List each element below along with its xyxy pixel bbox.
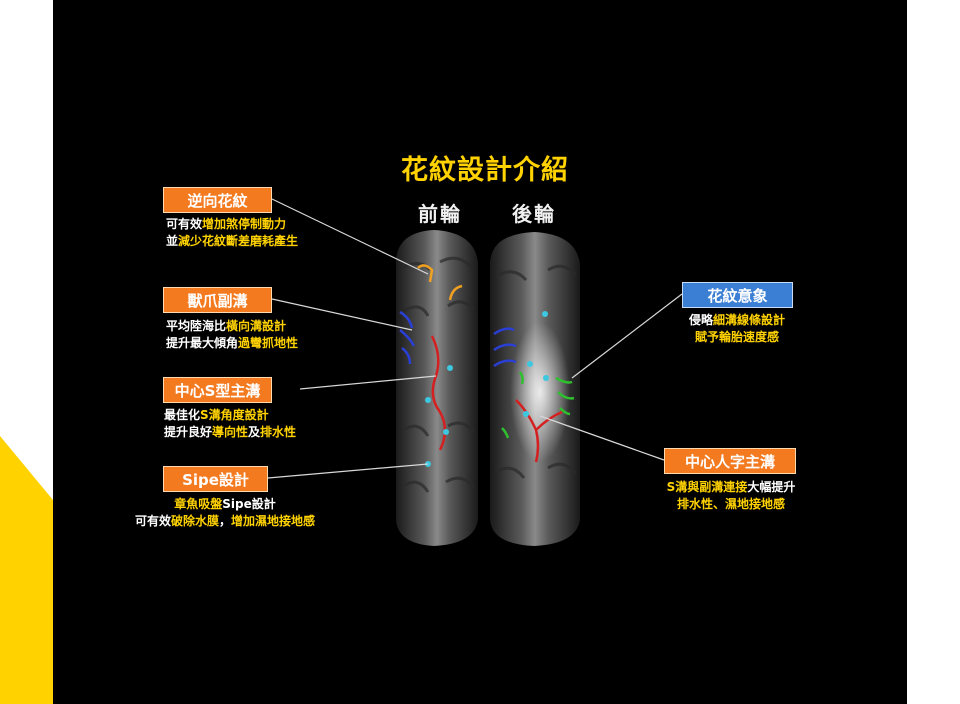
highlight-text: S溝與副溝連接 <box>666 480 748 494</box>
claw-groove-desc: 平均陸海比橫向溝設計 提升最大傾角過彎抓地性 <box>166 318 298 352</box>
desc-text: 提升最大傾角 <box>166 336 239 350</box>
sipe-tag: Sipe設計 <box>163 466 268 492</box>
highlight-text: 排水性 <box>260 425 297 439</box>
rear-claw-grooves <box>493 327 517 368</box>
highlight-text: 排水性、濕地接地感 <box>676 497 785 511</box>
front-claw-grooves <box>399 310 416 365</box>
desc-text: 可有效 <box>166 217 203 231</box>
highlight-text: 破除水膜 <box>170 514 219 528</box>
highlight-text: 過彎抓地性 <box>238 336 299 350</box>
highlight-text: 增加煞停制動力 <box>202 217 287 231</box>
rear-imagery-grooves <box>501 371 575 439</box>
black-panel <box>53 0 907 704</box>
rear-sipe-markers <box>523 311 549 417</box>
highlight-text: 導向性 <box>212 425 249 439</box>
desc-text: 侵略 <box>688 313 713 327</box>
reverse-pattern-desc-line1: 可有效增加煞停制動力 <box>166 216 298 233</box>
reverse-pattern-desc-line2: 並減少花紋斷差磨耗產生 <box>166 233 298 250</box>
highlight-text: S溝角度設計 <box>200 408 269 422</box>
reverse-pattern-tag: 逆向花紋 <box>163 187 272 213</box>
center-herringbone-groove-desc: S溝與副溝連接大幅提升 排水性、濕地接地感 <box>652 479 810 513</box>
desc-text: 及 <box>248 425 261 439</box>
desc-text: Sipe設計 <box>222 497 276 511</box>
rear-tire <box>490 232 580 546</box>
highlight-text: 章魚吸盤 <box>174 497 223 511</box>
front-reverse-groove-right <box>448 284 463 301</box>
pattern-imagery-desc-line2: 賦予輪胎速度感 <box>670 329 804 346</box>
highlight-text: 減少花紋斷差磨耗產生 <box>178 234 299 248</box>
highlight-text: 賦予輪胎速度感 <box>694 330 779 344</box>
rear-wheel-label: 後輪 <box>512 202 556 226</box>
claw-groove-desc-line2: 提升最大傾角過彎抓地性 <box>166 335 298 352</box>
desc-text: 大幅提升 <box>747 480 796 494</box>
center-s-groove-tag: 中心S型主溝 <box>163 377 272 403</box>
center-herringbone-groove-tag: 中心人字主溝 <box>664 448 796 474</box>
leader-lines <box>267 198 683 479</box>
center-s-groove-desc: 最佳化S溝角度設計 提升良好導向性及排水性 <box>164 407 296 441</box>
center-s-groove-desc-line1: 最佳化S溝角度設計 <box>164 407 296 424</box>
center-s-groove-desc-line2: 提升良好導向性及排水性 <box>164 424 296 441</box>
desc-text: 可有效 <box>134 514 171 528</box>
highlight-text: 橫向溝設計 <box>226 319 287 333</box>
page-title: 花紋設計介紹 <box>401 155 569 186</box>
desc-text: 平均陸海比 <box>166 319 227 333</box>
sipe-desc-line2: 可有效破除水膜，增加濕地接地感 <box>130 513 320 530</box>
desc-text: 並 <box>166 234 179 248</box>
pattern-imagery-desc: 侵略細溝線條設計 賦予輪胎速度感 <box>670 312 804 346</box>
desc-text: 最佳化 <box>164 408 201 422</box>
front-reverse-groove-left <box>417 264 434 283</box>
desc-text: 提升良好 <box>164 425 213 439</box>
desc-text: ， <box>219 514 232 528</box>
claw-groove-desc-line1: 平均陸海比橫向溝設計 <box>166 318 298 335</box>
front-wheel-label: 前輪 <box>418 202 462 226</box>
pattern-imagery-desc-line1: 侵略細溝線條設計 <box>670 312 804 329</box>
pattern-imagery-tag: 花紋意象 <box>682 282 793 308</box>
highlight-text: 細溝線條設計 <box>713 313 786 327</box>
center-herringbone-groove-desc-line2: 排水性、濕地接地感 <box>652 496 810 513</box>
highlight-text: 增加濕地接地感 <box>231 514 316 528</box>
sipe-desc: 章魚吸盤Sipe設計 可有效破除水膜，增加濕地接地感 <box>130 496 320 530</box>
front-tire <box>396 230 478 546</box>
sipe-desc-line1: 章魚吸盤Sipe設計 <box>130 496 320 513</box>
center-herringbone-groove-desc-line1: S溝與副溝連接大幅提升 <box>652 479 810 496</box>
reverse-pattern-desc: 可有效增加煞停制動力 並減少花紋斷差磨耗產生 <box>166 216 298 250</box>
claw-groove-tag: 獸爪副溝 <box>163 287 272 313</box>
